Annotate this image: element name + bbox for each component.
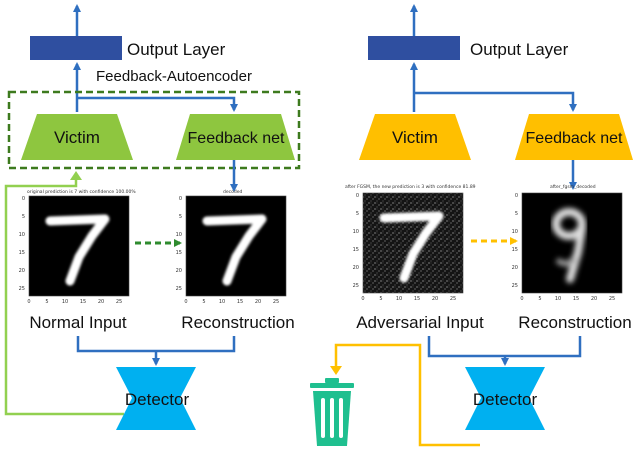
left-detector-label: Detector <box>125 390 190 409</box>
svg-text:15: 15 <box>80 299 86 305</box>
left-feedback-net-block <box>176 114 295 160</box>
left-victim-block <box>21 114 133 160</box>
svg-text:5: 5 <box>538 296 541 302</box>
left-output-layer-box <box>30 36 122 60</box>
svg-text:25: 25 <box>176 286 182 292</box>
right-victim-label: Victim <box>392 128 438 147</box>
left-feedback-loop-line <box>4 178 124 416</box>
svg-text:15: 15 <box>512 247 518 253</box>
left-merge-lines <box>76 336 236 353</box>
svg-text:5: 5 <box>45 299 48 305</box>
svg-text:15: 15 <box>353 247 359 253</box>
right-output-layer-box <box>368 36 460 60</box>
adversarial-input-caption: Adversarial Input <box>356 313 484 332</box>
svg-text:20: 20 <box>255 299 261 305</box>
svg-text:15: 15 <box>414 296 420 302</box>
left-victim-label: Victim <box>54 128 100 147</box>
right-detector-label: Detector <box>473 390 538 409</box>
left-detector-block <box>116 367 196 430</box>
svg-text:20: 20 <box>591 296 597 302</box>
normal-input-caption: Normal Input <box>29 313 127 332</box>
svg-text:0: 0 <box>184 299 187 305</box>
svg-text:10: 10 <box>396 296 402 302</box>
left-image2-ticks: 0 5 10 15 20 25 0 5 10 15 20 25 <box>176 196 280 305</box>
svg-text:10: 10 <box>176 232 182 238</box>
left-image1-title: original prediction is 7 with confidence… <box>27 189 136 195</box>
svg-text:10: 10 <box>19 232 25 238</box>
right-branch-to-feedback-arrow <box>414 91 577 112</box>
svg-text:15: 15 <box>176 250 182 256</box>
svg-text:15: 15 <box>237 299 243 305</box>
svg-text:10: 10 <box>219 299 225 305</box>
right-discard-arrowhead <box>330 366 342 375</box>
feedback-autoencoder-label: Feedback-Autoencoder <box>96 68 252 85</box>
left-output-layer-label: Output Layer <box>127 40 226 59</box>
right-reconstruction-image <box>521 192 623 294</box>
svg-text:25: 25 <box>273 299 279 305</box>
left-reconstruction-caption: Reconstruction <box>181 313 294 332</box>
left-panel: Output Layer Feedback-Autoencoder Victim… <box>4 4 301 430</box>
right-panel: Output Layer Victim Feedback net after F… <box>310 4 633 447</box>
svg-text:20: 20 <box>19 268 25 274</box>
right-output-layer-label: Output Layer <box>470 40 569 59</box>
normal-input-image <box>28 195 130 297</box>
right-image2-title: after_fgsm_decoded <box>550 184 596 190</box>
svg-text:5: 5 <box>515 211 518 217</box>
svg-text:0: 0 <box>179 196 182 202</box>
trash-icon <box>310 378 354 446</box>
right-victim-block <box>359 114 471 160</box>
svg-text:25: 25 <box>450 296 456 302</box>
right-reconstruction-caption: Reconstruction <box>518 313 631 332</box>
right-detector-block <box>465 367 545 430</box>
svg-text:10: 10 <box>555 296 561 302</box>
left-feedback-net-label: Feedback net <box>188 130 286 147</box>
svg-text:5: 5 <box>179 214 182 220</box>
svg-text:0: 0 <box>22 196 25 202</box>
right-discard-path <box>334 343 480 447</box>
svg-text:5: 5 <box>22 214 25 220</box>
svg-text:25: 25 <box>512 283 518 289</box>
left-branch-to-feedback-arrow <box>77 96 238 112</box>
left-image1-ticks: 0 5 10 15 20 25 0 5 10 15 20 25 <box>19 196 123 305</box>
svg-text:5: 5 <box>379 296 382 302</box>
right-merge-lines <box>427 336 582 358</box>
right-image1-ticks: 0 5 10 15 20 25 0 5 10 15 20 25 <box>353 193 457 302</box>
svg-text:20: 20 <box>176 268 182 274</box>
right-image1-title: after FGSM, the new prediction is 3 with… <box>345 184 476 190</box>
svg-text:10: 10 <box>512 229 518 235</box>
svg-text:20: 20 <box>98 299 104 305</box>
svg-text:0: 0 <box>520 296 523 302</box>
svg-text:20: 20 <box>353 265 359 271</box>
svg-text:0: 0 <box>361 296 364 302</box>
left-feedback-loop-arrowhead <box>70 171 82 180</box>
adversarial-input-image <box>362 192 464 294</box>
svg-text:0: 0 <box>515 193 518 199</box>
svg-text:25: 25 <box>116 299 122 305</box>
left-image2-title: decoded <box>223 189 242 195</box>
right-image2-ticks: 0 5 10 15 20 25 0 5 10 15 20 25 <box>512 193 616 302</box>
svg-text:25: 25 <box>353 283 359 289</box>
svg-text:10: 10 <box>62 299 68 305</box>
right-feedback-net-label: Feedback net <box>526 130 624 147</box>
svg-text:5: 5 <box>356 211 359 217</box>
svg-text:0: 0 <box>356 193 359 199</box>
svg-text:0: 0 <box>27 299 30 305</box>
svg-text:20: 20 <box>432 296 438 302</box>
svg-text:10: 10 <box>353 229 359 235</box>
svg-text:25: 25 <box>19 286 25 292</box>
svg-text:20: 20 <box>512 265 518 271</box>
svg-text:25: 25 <box>609 296 615 302</box>
svg-text:15: 15 <box>573 296 579 302</box>
feedback-autoencoder-group <box>7 90 301 170</box>
svg-text:15: 15 <box>19 250 25 256</box>
right-feedback-net-block <box>515 114 633 160</box>
left-reconstruction-image <box>185 195 287 297</box>
svg-text:5: 5 <box>202 299 205 305</box>
